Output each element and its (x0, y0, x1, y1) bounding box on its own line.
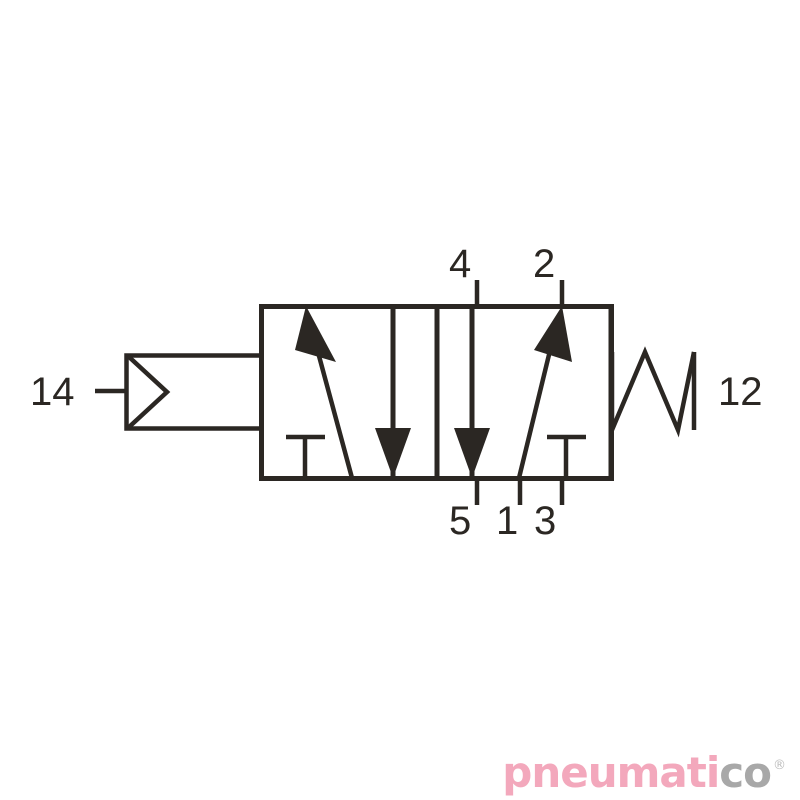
watermark-registered-mark: ® (773, 758, 786, 773)
watermark-text-secondary: c (719, 748, 744, 797)
flow-arrow-down-b (375, 306, 411, 478)
blocked-port-right-icon (547, 434, 586, 478)
label-port-4: 4 (449, 242, 471, 286)
pneumatico-watermark-logo: pneumati c o ® (502, 752, 786, 794)
pilot-actuator-box (124, 353, 264, 431)
label-spring-12: 12 (718, 370, 763, 414)
watermark-text-primary: pneumati (502, 748, 720, 797)
flow-arrow-right-diagonal (516, 306, 572, 479)
label-pilot-14: 14 (30, 370, 75, 414)
label-port-3: 3 (534, 499, 556, 543)
label-port-2: 2 (533, 242, 555, 286)
blocked-port-left-icon (286, 434, 325, 478)
label-port-1: 1 (496, 499, 518, 543)
spring-return-icon (609, 346, 697, 438)
watermark-text-tertiary: o (743, 748, 772, 797)
label-port-5: 5 (449, 499, 471, 543)
flow-arrow-left-diagonal (295, 306, 355, 479)
pilot-triangle-icon (126, 354, 171, 430)
flow-arrow-down-c (454, 306, 490, 478)
